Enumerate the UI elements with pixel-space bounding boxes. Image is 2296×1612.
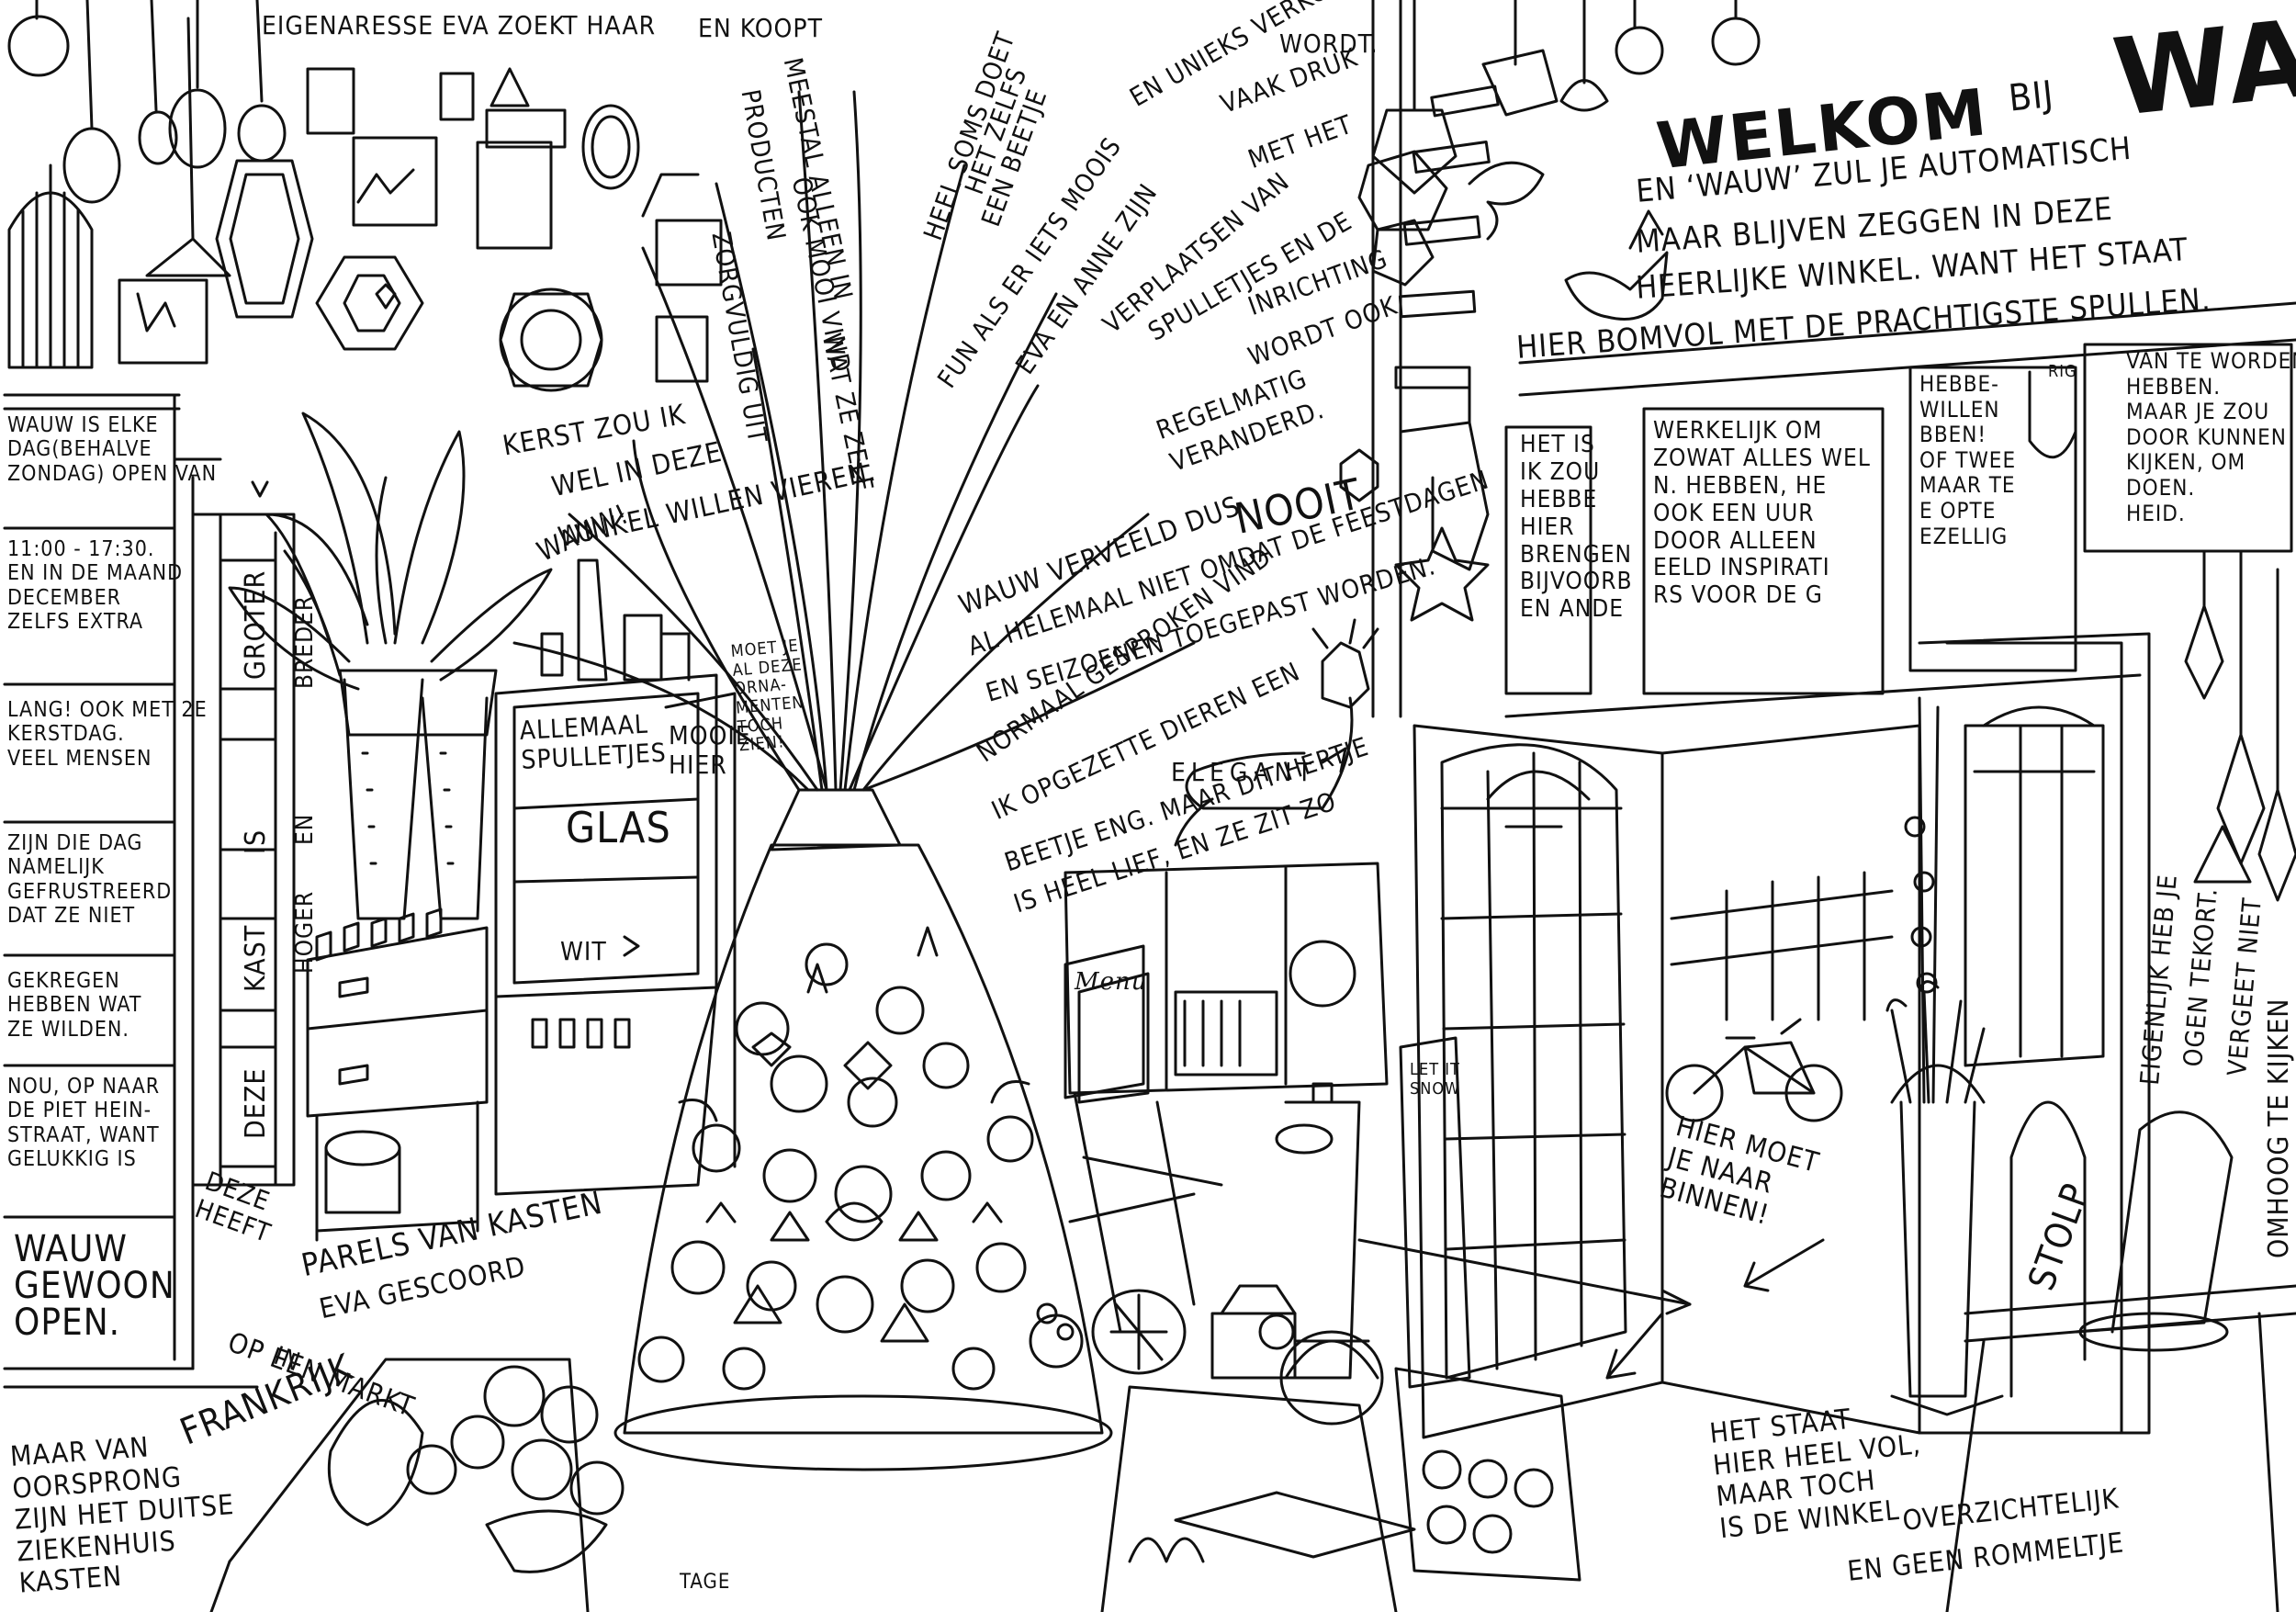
- front-tables: [209, 1284, 1581, 1612]
- menu-board: [1064, 944, 1145, 1099]
- shop-doors: [1412, 632, 2151, 1439]
- signboards: [1504, 301, 2296, 718]
- glas-caption: GLAS: [566, 803, 671, 852]
- nou-caption: NOU, OP NAAR DE PIET HEIN- STRAAT, WANT …: [7, 1075, 161, 1172]
- hetstaat-caption: HET STAAT HIER HEEL VOL, MAAR TOCH IS DE…: [1707, 1403, 1923, 1545]
- menu-board-text: Menu: [1075, 968, 1148, 996]
- birdcage: [7, 163, 94, 369]
- signboard-5: VAN TE WORDEN HEBBEN. MAAR JE ZOU DOOR K…: [2126, 348, 2296, 526]
- deer-figure: [1174, 618, 1379, 847]
- wauw-gewoon-open: WAUW GEWOON OPEN.: [14, 1228, 175, 1344]
- drawer-cabinet: [306, 907, 489, 1242]
- hanging-lamps: [7, 0, 287, 277]
- let-it-snow-text: LET IT SNOW: [1410, 1060, 1461, 1099]
- annotation-arrows: [623, 747, 1825, 1380]
- hanging-mobiles-right: [1339, 0, 1761, 622]
- gefrustreerd-caption: ZIJN DIE DAG NAMELIJK GEFRUSTREERD DAT Z…: [7, 831, 173, 929]
- wordt-caption: WORDT.: [1279, 28, 1379, 59]
- wall-divider: [1371, 0, 1402, 718]
- duitse-kasten-caption: MAAR VAN OORSPRONG ZIJN HET DUITSE ZIEKE…: [8, 1431, 236, 1600]
- centre-cabinet: [1064, 862, 1389, 1380]
- wall-frames-left: [118, 67, 723, 392]
- ornament-tree-display: [613, 843, 1113, 1471]
- umbrella-stand: [1885, 696, 2004, 1416]
- opening-hours: 11:00 - 17:30. EN IN DE MAAND DECEMBER Z…: [7, 537, 184, 635]
- owner-caption: EIGENARESSE EVA ZOEKT HAAR: [262, 10, 657, 40]
- bird-drawing: [1564, 209, 1669, 321]
- left-info-panel: [3, 393, 259, 1389]
- bij-text: BIJ: [2007, 73, 2056, 120]
- elegant-caption: ELEGANT: [1171, 757, 1317, 787]
- glass-cabinet: [494, 558, 737, 1196]
- omhoog-caption: OMHOOG TE KIJKEN: [2263, 998, 2295, 1258]
- bicycle: [1665, 1018, 1843, 1122]
- hoger-label: HOGER: [291, 890, 319, 974]
- gekregen-caption: GEKREGEN HEBBEN WAT ZE WILDEN.: [7, 969, 142, 1042]
- allemaal-caption: ALLEMAAL SPULLETJES: [518, 708, 668, 776]
- en-koopt-caption: EN KOOPT: [698, 13, 823, 43]
- breder-label: BREDER: [291, 594, 319, 689]
- artist-signature: TAGE: [680, 1571, 731, 1594]
- is-label: IS: [240, 829, 272, 854]
- deze-label: DEZE: [240, 1067, 272, 1139]
- kast-label: KAST: [240, 924, 272, 992]
- signboard-2: WERKELIJK OM ZOWAT ALLES WEL N. HEBBEN, …: [1653, 417, 1871, 610]
- signboard-3: HEBBE- WILLEN BBEN! OF TWEE MAAR TE E OP…: [1919, 371, 2017, 549]
- mooiehier-caption: MOOIE HIER: [669, 720, 751, 781]
- let-it-snow-board: [1399, 1036, 1471, 1389]
- lang-caption: LANG! OOK MET 2E KERSTDAG. VEEL MENSEN: [7, 698, 208, 771]
- signboard-4: RIG: [2048, 362, 2077, 381]
- wauw-title: WAUW!: [2107, 0, 2296, 141]
- en-label: EN: [291, 813, 319, 845]
- bell-jar: [1945, 1100, 2296, 1612]
- groter-label: GROTER: [240, 569, 272, 680]
- signboard-1: HET IS IK ZOU HEBBE HIER BRENGEN BIJVOOR…: [1520, 431, 1633, 624]
- potted-plant: [228, 411, 553, 920]
- hanging-prisms: [2184, 549, 2296, 902]
- wit-caption: WIT: [560, 936, 607, 966]
- opening-days: WAUW IS ELKE DAG(BEHALVE ZONDAG) OPEN VA…: [7, 413, 218, 486]
